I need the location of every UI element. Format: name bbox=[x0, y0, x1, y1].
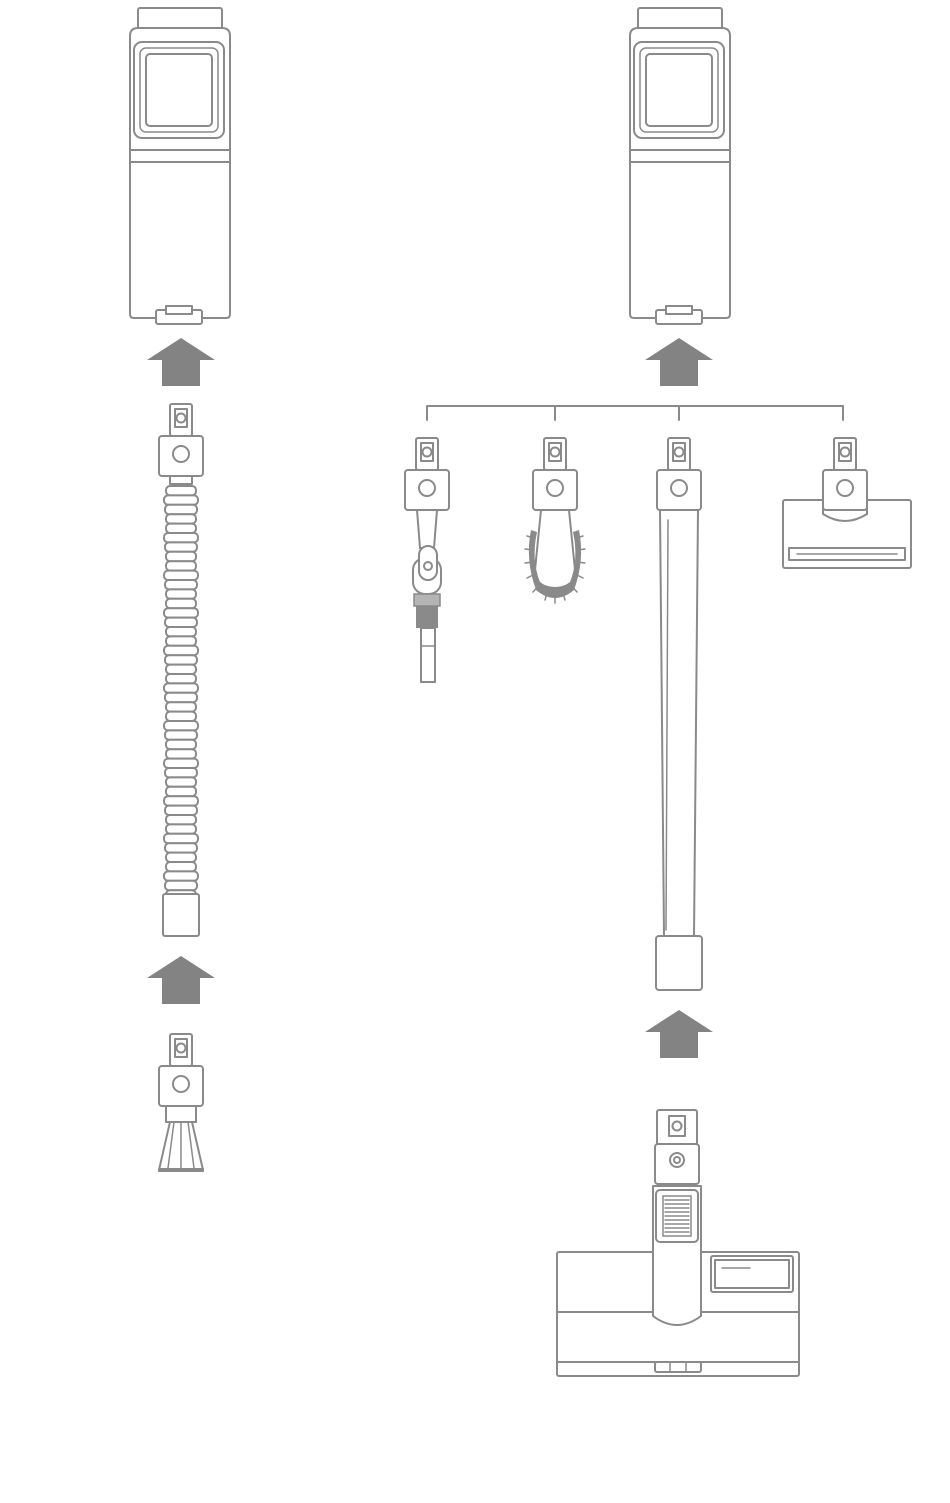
hose-rib bbox=[166, 740, 196, 749]
hose-rib bbox=[166, 561, 196, 570]
hose-rib bbox=[165, 655, 197, 664]
hose-rib bbox=[166, 524, 196, 533]
extension-tube bbox=[656, 438, 702, 990]
hose-rib bbox=[164, 871, 198, 880]
floor-head bbox=[557, 1110, 799, 1376]
hose-rib bbox=[165, 806, 197, 815]
vacuum-body-right bbox=[630, 8, 730, 324]
hose-rib bbox=[166, 627, 196, 636]
hose-rib bbox=[165, 730, 197, 739]
hose-rib bbox=[166, 674, 196, 683]
hose-rib bbox=[165, 843, 197, 852]
hose-rib bbox=[164, 495, 198, 504]
arrow-up-icon bbox=[645, 1010, 713, 1058]
hose-rib bbox=[165, 693, 197, 702]
arrow-up-icon bbox=[645, 338, 713, 386]
hose-rib bbox=[166, 552, 196, 561]
hose-rib bbox=[166, 636, 196, 645]
hose-rib bbox=[166, 862, 196, 871]
hose-rib bbox=[164, 683, 198, 692]
hose-rib bbox=[164, 533, 198, 542]
hose-rib bbox=[164, 796, 198, 805]
hose-rib bbox=[166, 486, 196, 495]
left-assembly bbox=[130, 8, 230, 1172]
hose-rib bbox=[164, 834, 198, 843]
hose-rib bbox=[166, 599, 196, 608]
hose-rib bbox=[166, 777, 196, 786]
hose-rib bbox=[164, 608, 198, 617]
hose-rib bbox=[166, 824, 196, 833]
arrow-up-icon bbox=[147, 956, 215, 1004]
hose-rib bbox=[166, 702, 196, 711]
dusting-brush bbox=[525, 438, 585, 603]
hose-rib bbox=[164, 571, 198, 580]
right-assembly bbox=[405, 8, 911, 1376]
hose-rib bbox=[165, 881, 197, 890]
hose-rib bbox=[165, 542, 197, 551]
crevice-extension-tool bbox=[405, 438, 449, 682]
vacuum-body-left bbox=[130, 8, 230, 324]
mini-motorized-head bbox=[783, 438, 911, 568]
hose-rib bbox=[165, 505, 197, 514]
hose-rib bbox=[165, 618, 197, 627]
hose-rib bbox=[164, 759, 198, 768]
crevice-tool bbox=[158, 1034, 204, 1172]
hose-rib bbox=[166, 853, 196, 862]
hose-rib bbox=[166, 712, 196, 721]
floor-head-ribs bbox=[663, 1196, 691, 1236]
hose-rib bbox=[166, 787, 196, 796]
hose-rib bbox=[165, 580, 197, 589]
hose-rib bbox=[164, 721, 198, 730]
hose-rib bbox=[164, 646, 198, 655]
arrow-up-icon bbox=[147, 338, 215, 386]
hose-rib bbox=[166, 815, 196, 824]
hose-rib bbox=[166, 589, 196, 598]
hose-rib bbox=[165, 768, 197, 777]
hose-rib bbox=[166, 514, 196, 523]
hose-rib bbox=[166, 665, 196, 674]
hose-rib bbox=[166, 749, 196, 758]
branch-connector-line bbox=[427, 406, 843, 420]
flexible-hose bbox=[159, 404, 203, 936]
